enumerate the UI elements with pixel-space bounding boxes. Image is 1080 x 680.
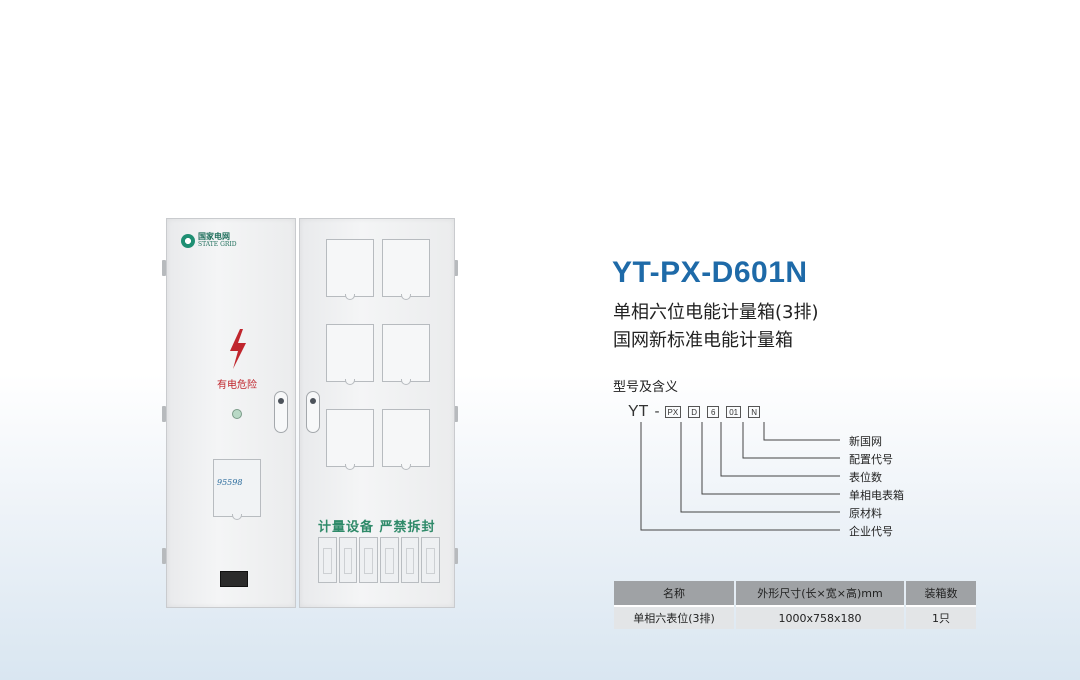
- code-segment-material: PX: [664, 406, 682, 418]
- header-pack-qty: 装箱数: [906, 581, 976, 605]
- code-segment-positions: 6: [707, 406, 720, 418]
- cell-pack-qty: 1只: [906, 605, 976, 629]
- model-code-row: YT - PX D 6 01 N: [628, 402, 767, 422]
- code-prefix: YT: [628, 403, 649, 420]
- state-grid-emblem-icon: [181, 234, 195, 248]
- meter-cabinet-image: 国家电网 STATE GRID 有电危险 95598 计量设备 严禁拆封: [160, 218, 460, 608]
- breaker-window-row: [318, 537, 441, 583]
- model-code-connector-lines: [640, 422, 840, 531]
- code-meaning-positions: 表位数: [849, 471, 882, 484]
- nameplate: [220, 571, 248, 587]
- hinge: [162, 406, 166, 422]
- code-segment-type: D: [688, 406, 701, 418]
- cell-dimensions: 1000x758x180: [736, 605, 904, 629]
- model-code-section-title: 型号及含义: [613, 380, 679, 395]
- code-meaning-standard: 新国网: [849, 435, 882, 448]
- breaker-slot: [380, 537, 399, 583]
- right-door: 计量设备 严禁拆封: [299, 218, 455, 608]
- state-grid-logo: 国家电网 STATE GRID: [181, 233, 237, 249]
- breaker-slot: [338, 537, 358, 583]
- hinge: [162, 260, 166, 276]
- door-latch: [274, 391, 288, 433]
- code-segment-config: 01: [726, 406, 742, 418]
- header-dimensions: 外形尺寸(长×宽×高)mm: [736, 581, 904, 605]
- code-meaning-material: 原材料: [849, 507, 882, 520]
- service-window: 95598: [213, 459, 261, 520]
- header-name: 名称: [614, 581, 734, 605]
- code-meaning-company: 企业代号: [849, 525, 893, 538]
- hinge: [454, 260, 458, 276]
- meter-window: [382, 239, 430, 300]
- lightning-bolt-icon: [230, 329, 246, 369]
- code-meaning-type: 单相电表箱: [849, 489, 904, 502]
- service-hotline-logo: 95598: [217, 478, 243, 487]
- meter-window: [382, 409, 430, 470]
- code-dash: -: [654, 404, 660, 420]
- code-segment-standard: N: [748, 406, 761, 418]
- product-subtitle-line1: 单相六位电能计量箱(3排): [613, 302, 819, 323]
- breaker-slot: [318, 537, 337, 583]
- meter-window: [326, 409, 374, 470]
- meter-window: [326, 324, 374, 385]
- meter-window: [382, 324, 430, 385]
- spec-table: 名称 外形尺寸(长×宽×高)mm 装箱数 单相六表位(3排) 1000x758x…: [612, 581, 978, 629]
- table-row: 单相六表位(3排) 1000x758x180 1只: [614, 605, 976, 629]
- hinge: [162, 548, 166, 564]
- hinge: [454, 548, 458, 564]
- logo-en-text: STATE GRID: [198, 241, 237, 248]
- seal-warning-text: 计量设备 严禁拆封: [318, 520, 436, 535]
- cell-name: 单相六表位(3排): [614, 605, 734, 629]
- product-model-title: YT-PX-D601N: [612, 256, 808, 289]
- hinge: [454, 406, 458, 422]
- breaker-slot: [400, 537, 420, 583]
- danger-warning-label: 有电危险: [217, 380, 257, 391]
- indicator-light: [232, 409, 242, 419]
- logo-cn-text: 国家电网: [198, 232, 230, 241]
- breaker-slot: [421, 537, 441, 583]
- table-header-row: 名称 外形尺寸(长×宽×高)mm 装箱数: [614, 581, 976, 605]
- door-latch: [306, 391, 320, 433]
- meter-window: [326, 239, 374, 300]
- breaker-slot: [359, 537, 379, 583]
- product-subtitle-line2: 国网新标准电能计量箱: [613, 330, 793, 351]
- code-meaning-config: 配置代号: [849, 453, 893, 466]
